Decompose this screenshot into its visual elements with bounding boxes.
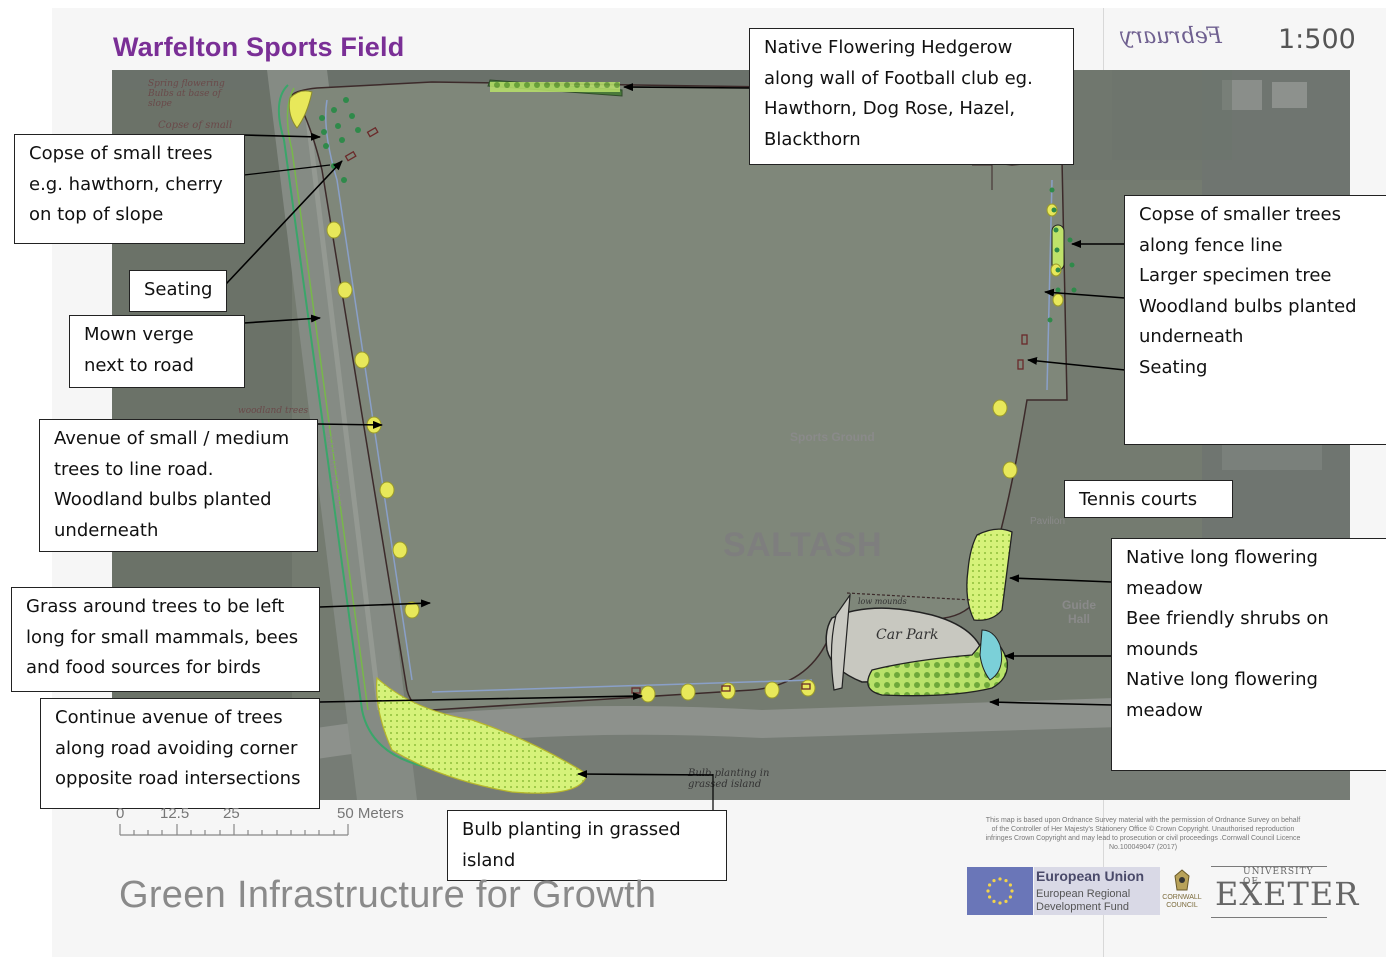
programme-title: Green Infrastructure for Growth (119, 874, 657, 916)
scale-tick-12-5: 12.5 (160, 805, 190, 822)
annotation-seating: Seating (129, 270, 227, 312)
guide-hall-label: Guide Hall (1062, 598, 1097, 626)
tree-markers (326, 203, 1064, 703)
annotation-mown-verge: Mown verge next to road (69, 315, 245, 388)
pavilion-label: Pavilion (1030, 516, 1066, 527)
east-copse-bed (1051, 224, 1065, 271)
annotation-copse-small: Copse of small trees e.g. hawthorn, cher… (14, 134, 245, 244)
copyright-notice: This map is based upon Ordnance Survey m… (985, 817, 1301, 851)
car-park-verge (830, 592, 851, 691)
spring-bulb-patch (288, 90, 313, 129)
meadow-south (979, 629, 1003, 681)
eu-flag-logo (967, 867, 1033, 915)
exeter-name: EXETER (1215, 875, 1360, 913)
sports-ground-label: Sports Ground (790, 430, 875, 444)
map-title: Warfelton Sports Field (113, 32, 405, 62)
path-south (431, 679, 813, 693)
grassed-island (375, 676, 588, 794)
council-name: CORNWALL COUNCIL (1162, 894, 1202, 909)
annotation-tennis: Tennis courts (1064, 480, 1233, 518)
handwritten-date: February (1120, 24, 1222, 49)
handwritten-copse: Copse of small (158, 120, 233, 131)
handwritten-bulb-planting: Bulb planting in grassed island (688, 768, 770, 790)
crest-icon (1174, 869, 1190, 891)
annotation-bulb-island: Bulb planting in grassed island (447, 810, 727, 881)
annotation-avenue: Avenue of small / medium trees to line r… (39, 419, 318, 552)
low-mounds-label: low mounds (858, 597, 907, 606)
town-label: SALTASH (723, 526, 883, 564)
handwritten-woodland: woodland trees (238, 406, 309, 416)
low-mounds (846, 592, 973, 601)
cornwall-council-logo: CORNWALL COUNCIL (1159, 868, 1205, 914)
handwritten-spring-bulbs: Spring flowering Bulbs at base of slope (148, 79, 225, 109)
annotation-grass-trees: Grass around trees to be left long for s… (11, 587, 320, 692)
scale-bar (119, 824, 349, 836)
scale-tick-50: 50 Meters (337, 805, 404, 822)
eu-name: European Union (1036, 868, 1145, 884)
exeter-logo: UNIVERSITY OF EXETER (1211, 866, 1358, 918)
car-park-label: Car Park (876, 627, 939, 643)
eu-stars-icon (986, 877, 1014, 905)
annotation-hedgerow: Native Flowering Hedgerow along wall of … (749, 28, 1074, 165)
meadow-north (966, 528, 1013, 621)
scale-ratio: 1:500 (1278, 24, 1356, 55)
scale-tick-25: 25 (223, 805, 240, 822)
university-of: UNIVERSITY OF (1243, 867, 1314, 887)
shrub-mounds (867, 629, 1009, 697)
eu-fund-logo: European Union European Regional Develop… (1034, 867, 1160, 915)
scale-tick-0: 0 (116, 805, 125, 822)
annotation-continue-avenue: Continue avenue of trees along road avoi… (40, 698, 320, 809)
eu-fund: European Regional Development Fund (1036, 888, 1131, 913)
